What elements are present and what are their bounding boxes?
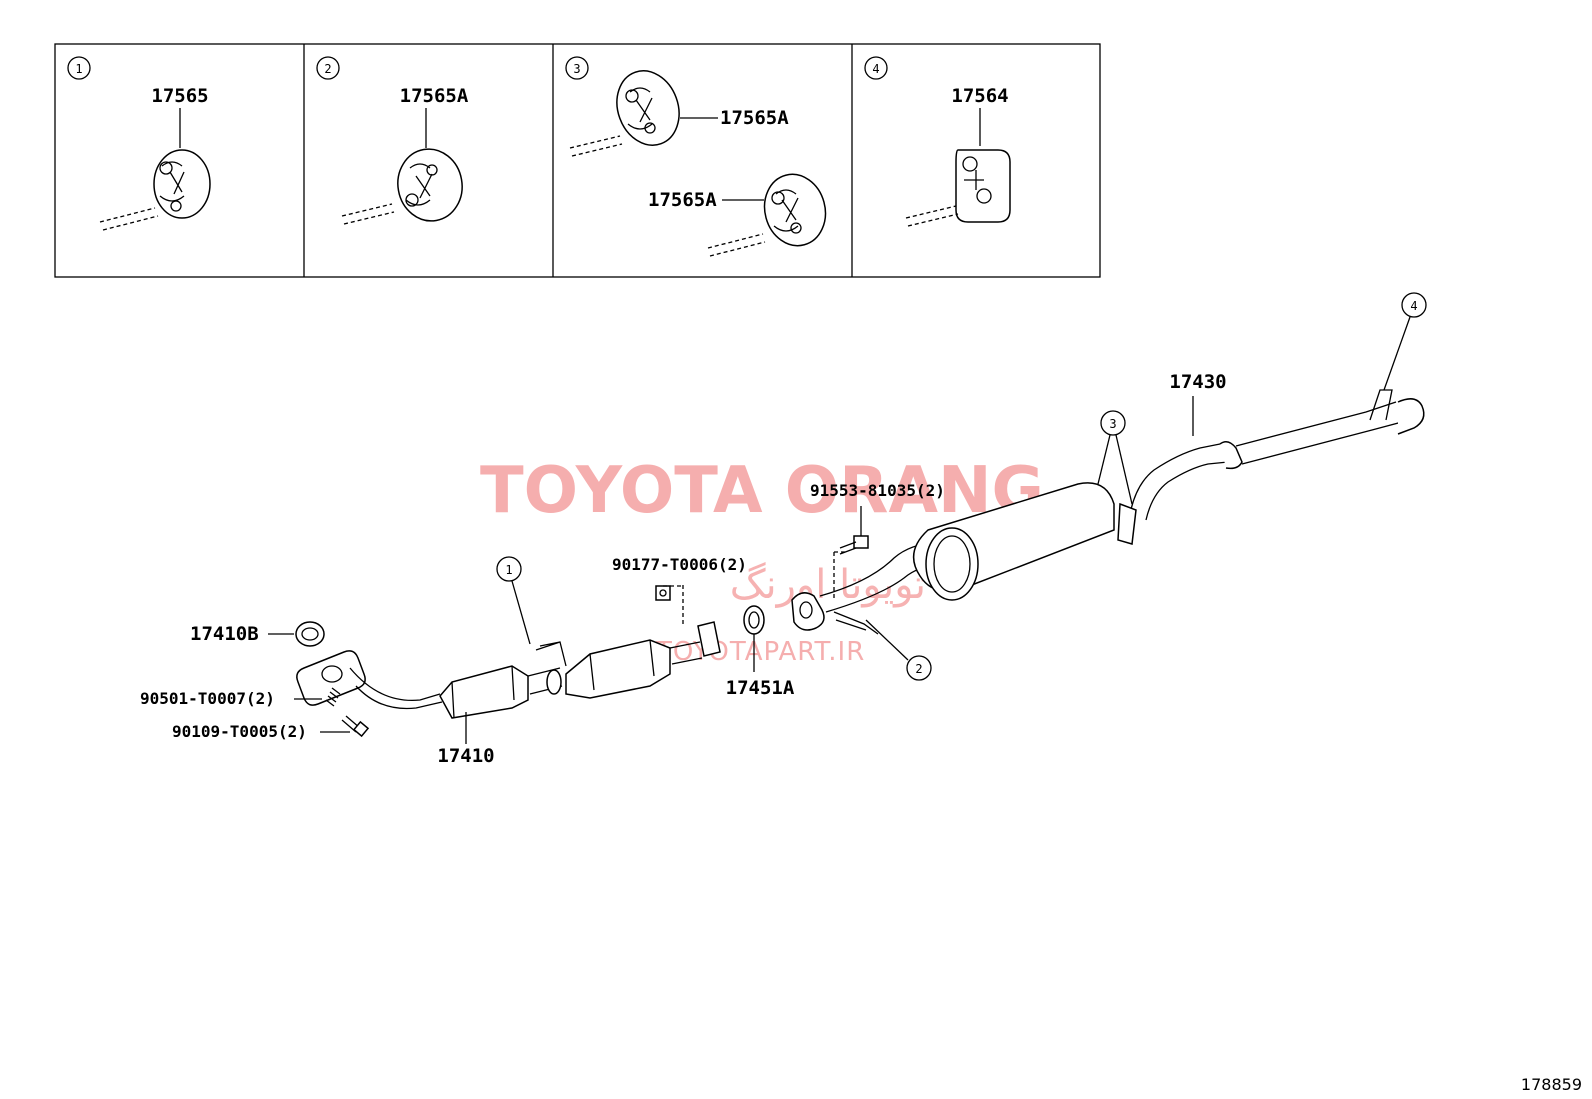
part-label-nut: 90177-T0006(2): [612, 555, 747, 574]
panel-number: 3: [573, 62, 580, 76]
svg-text:2: 2: [915, 662, 922, 676]
front-exhaust-pipe: [296, 621, 721, 719]
spring-icon: [294, 687, 341, 707]
rubber-hanger-icon: [616, 70, 680, 146]
inset-panel-1: 1 17565: [67, 56, 211, 231]
watermark: TOYOTA ORANG تویوتا اورنگ TOYOTAPART.IR: [480, 454, 1044, 667]
svg-text:3: 3: [1109, 417, 1116, 431]
callout-3: 3: [1097, 410, 1133, 505]
inset-panel-2: 2 17565A: [316, 56, 469, 225]
callout-2: 2: [865, 619, 932, 681]
panel-number-circle: [67, 56, 91, 80]
rubber-hanger-icon: [153, 149, 211, 219]
svg-text:4: 4: [1410, 299, 1417, 313]
panel-number: 1: [75, 62, 82, 76]
part-label-muffler: 17430: [1169, 371, 1226, 393]
gasket-ring: [743, 605, 765, 672]
svg-text:1: 1: [505, 563, 512, 577]
inset-panel-4: 4 17564: [864, 56, 1011, 227]
callout-4: 4: [1383, 292, 1427, 391]
part-label-bolt: 91553-81035(2): [810, 481, 945, 500]
gasket: [268, 621, 325, 647]
callout-1: 1: [496, 556, 531, 645]
part-label-gasket: 17410B: [190, 623, 259, 645]
inset-panels: [54, 43, 1101, 278]
part-label-hanger: 17565A: [648, 189, 717, 211]
rubber-hanger-icon: [397, 148, 463, 222]
part-label-bolt: 90109-T0005(2): [172, 722, 307, 741]
rear-muffler-assembly: [791, 389, 1425, 635]
nut-icon: [655, 585, 684, 626]
part-label-hanger: 17564: [951, 85, 1008, 107]
inset-panel-3: 3 17565A 17565A: [565, 56, 827, 257]
rubber-hanger-icon: [763, 173, 827, 247]
panel-number: 2: [324, 62, 331, 76]
part-label-front-pipe: 17410: [437, 745, 494, 767]
rubber-hanger-icon: [955, 149, 1011, 223]
diagram-number: 178859: [1521, 1075, 1582, 1094]
panel-number: 4: [872, 62, 879, 76]
part-label-hanger: 17565A: [400, 85, 469, 107]
part-label-gasket-ring: 17451A: [726, 677, 795, 699]
part-label-spring: 90501-T0007(2): [140, 689, 275, 708]
part-label-hanger: 17565: [151, 85, 208, 107]
part-label-hanger: 17565A: [720, 107, 789, 129]
bolt-icon: [320, 715, 370, 738]
bolt-icon: [833, 506, 869, 600]
watermark-persian: تویوتا اورنگ: [730, 562, 926, 608]
watermark-brand: TOYOTA ORANG: [480, 454, 1044, 528]
watermark-site: TOYOTAPART.IR: [655, 637, 865, 667]
